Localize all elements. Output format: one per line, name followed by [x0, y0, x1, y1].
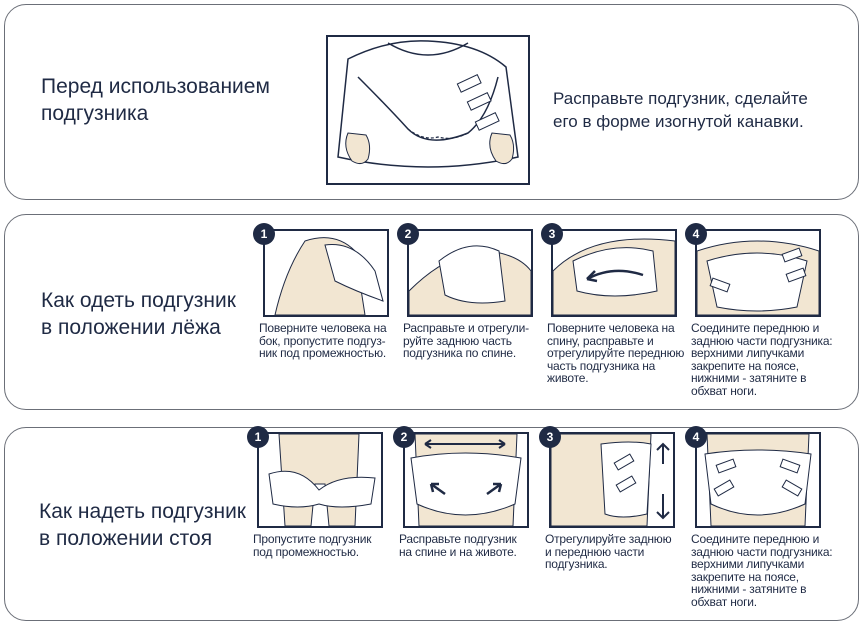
step-number-badge: 4	[685, 426, 707, 448]
step-number-badge: 2	[393, 426, 415, 448]
caption-line: обхват ноги.	[691, 383, 757, 398]
caption-line: Пропустите подгузник	[253, 532, 372, 546]
desc-line: его в форме изогнутой канавки.	[553, 112, 804, 131]
caption-line: заднюю части подгузника:	[691, 544, 833, 559]
step-caption: Поверните человека на спину, расправьте …	[547, 321, 685, 385]
title-line: Как одеть подгузник	[41, 289, 236, 312]
caption-line: подгузника.	[545, 557, 608, 571]
step-illustration	[551, 229, 677, 317]
step-3: 3 Отрегулируйте заднюю и переднюю части …	[539, 426, 679, 571]
step-number-badge: 3	[539, 426, 561, 448]
step-1: 1 Поверните человека на бок, пропустите …	[253, 223, 393, 360]
step-3: 3 Поверните человека на спину, расправьт…	[541, 223, 685, 385]
step-illustration	[263, 229, 389, 317]
section-standing: Как надеть подгузник в положении стоя 1 …	[4, 426, 859, 621]
caption-line: ник под промежностью.	[259, 346, 387, 360]
illustration-unfold-diaper	[326, 35, 530, 185]
title-line: в положении лёжа	[41, 316, 221, 339]
caption-line: закрепите на поясе,	[691, 358, 799, 373]
step-caption: Поверните человека на бок, пропустите по…	[259, 322, 393, 360]
step-4: 4 Соедините переднюю и заднюю части подг…	[685, 426, 833, 609]
step-illustration	[407, 229, 533, 317]
caption-line: бок, пропустите подгуз-	[259, 333, 386, 348]
section-title: Перед использованием подгузника	[41, 73, 270, 127]
step-illustration	[695, 432, 821, 528]
section-title: Как надеть подгузник в положении стоя	[39, 498, 246, 552]
caption-line: Расправьте подгузник	[399, 532, 517, 546]
step-caption: Расправьте и отрегули- руйте заднюю част…	[403, 322, 537, 360]
step-illustration	[549, 432, 675, 528]
caption-line: под промежностью.	[253, 544, 359, 559]
step-1: 1 Пропустите подгузник под промежностью.	[247, 426, 387, 558]
step-caption: Пропустите подгузник под промежностью.	[253, 533, 387, 558]
step-caption: Соедините переднюю и заднюю части подгуз…	[691, 321, 833, 398]
caption-line: Поверните человека на	[547, 321, 675, 335]
step-number-badge: 1	[247, 426, 269, 448]
section-lying: Как одеть подгузник в положении лёжа 1 П…	[4, 214, 859, 410]
caption-line: животе.	[547, 371, 589, 385]
caption-line: нижними - затяните в	[691, 371, 807, 385]
caption-line: верхними липучками	[691, 346, 805, 360]
step-illustration	[403, 432, 529, 528]
caption-line: и переднюю части	[545, 544, 645, 559]
step-caption: Соедините переднюю и заднюю части подгуз…	[691, 532, 833, 609]
step-4: 4 Соедините переднюю и заднюю части подг…	[685, 223, 833, 398]
caption-line: на спине и на животе.	[399, 544, 517, 559]
caption-line: Соедините переднюю и	[691, 321, 820, 335]
step-number-badge: 4	[685, 223, 707, 245]
section-title: Как одеть подгузник в положении лёжа	[41, 287, 236, 341]
step-caption: Расправьте подгузник на спине и на живот…	[399, 533, 533, 558]
caption-line: Расправьте и отрегули-	[403, 321, 529, 335]
step-caption: Отрегулируйте заднюю и переднюю части по…	[545, 533, 679, 571]
section-before-use: Перед использованием подгузника Расправь…	[4, 4, 859, 200]
title-line: подгузника	[41, 102, 149, 125]
caption-line: отрегулируйте переднюю	[547, 346, 685, 360]
caption-line: верхними липучками	[691, 557, 805, 571]
caption-line: Отрегулируйте заднюю	[545, 532, 672, 546]
caption-line: часть подгузника на	[547, 358, 656, 373]
caption-line: нижними - затяните в	[691, 582, 807, 596]
caption-line: закрепите на поясе,	[691, 569, 799, 584]
title-line: Перед использованием	[41, 75, 270, 98]
step-number-badge: 2	[397, 223, 419, 245]
caption-line: обхват ноги.	[691, 594, 757, 609]
caption-line: Поверните человека на	[259, 321, 387, 335]
section-description: Расправьте подгузник, сделайте его в фор…	[553, 87, 808, 133]
step-number-badge: 1	[253, 223, 275, 245]
step-2: 2 Расправьте подгузник на спине и на жив…	[393, 426, 533, 558]
title-line: в положении стоя	[39, 527, 213, 550]
caption-line: спину, расправьте и	[547, 333, 654, 348]
title-line: Как надеть подгузник	[39, 500, 246, 523]
step-2: 2 Расправьте и отрегули- руйте заднюю ча…	[397, 223, 537, 360]
caption-line: руйте заднюю часть	[403, 333, 512, 348]
step-number-badge: 3	[541, 223, 563, 245]
step-illustration	[257, 432, 383, 528]
caption-line: подгузника по спине.	[403, 346, 516, 360]
caption-line: заднюю части подгузника:	[691, 333, 833, 348]
caption-line: Соедините переднюю и	[691, 532, 820, 546]
desc-line: Расправьте подгузник, сделайте	[553, 89, 808, 108]
step-illustration	[695, 229, 821, 317]
